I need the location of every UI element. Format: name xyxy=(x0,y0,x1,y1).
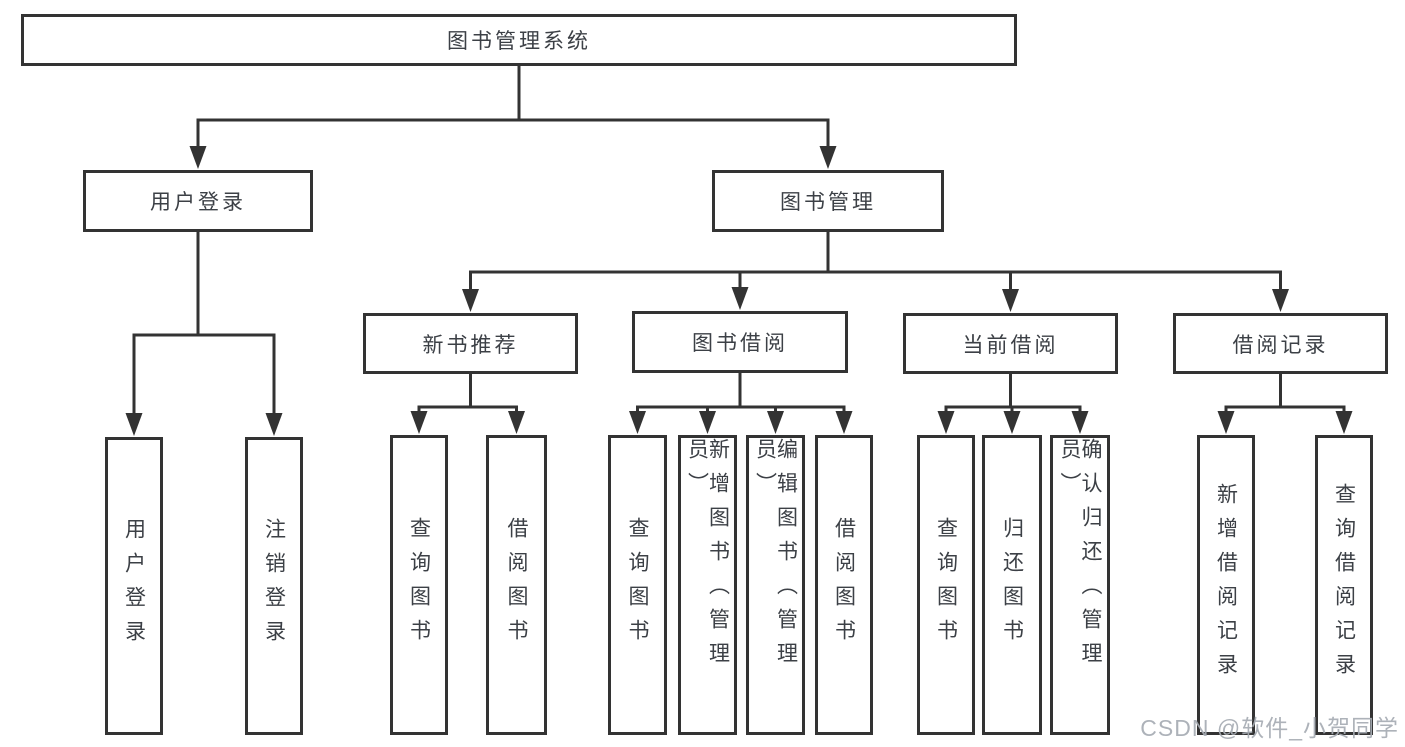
node-label: 借阅图书 xyxy=(832,517,856,653)
node-label: 图书管理系统 xyxy=(447,30,591,53)
node-label: 确认归还（管理员） xyxy=(1058,438,1102,676)
node-query-books-current: 查询图书 xyxy=(917,435,975,735)
node-label: 查询图书 xyxy=(626,517,649,653)
node-add-borrow-record: 新增借阅记录 xyxy=(1197,435,1255,735)
node-edit-books-admin: 编辑图书（管理员） xyxy=(746,435,805,735)
node-new-book-recommend: 新书推荐 xyxy=(363,313,578,374)
node-label: 图书借阅 xyxy=(692,332,788,355)
arrow-down-icon xyxy=(699,411,716,434)
arrow-down-icon xyxy=(1272,289,1289,312)
node-query-books-borrow: 查询图书 xyxy=(608,435,667,735)
node-borrowing-records: 借阅记录 xyxy=(1173,313,1388,374)
arrow-down-icon xyxy=(508,411,525,434)
arrow-down-icon xyxy=(1003,411,1021,434)
arrow-down-icon xyxy=(937,411,955,434)
arrow-down-icon xyxy=(410,411,428,434)
arrow-down-icon xyxy=(462,289,479,312)
arrow-down-icon xyxy=(1217,411,1235,434)
node-label: 新增图书（管理员） xyxy=(685,438,730,676)
node-user-login: 用户登录 xyxy=(83,170,313,232)
node-label: 用户登录 xyxy=(150,191,246,214)
node-add-books-admin: 新增图书（管理员） xyxy=(678,435,737,735)
node-label: 编辑图书（管理员） xyxy=(753,438,798,676)
node-borrow-books-borrow: 借阅图书 xyxy=(815,435,873,735)
node-system: 图书管理系统 xyxy=(21,14,1017,66)
node-label: 归还图书 xyxy=(1000,517,1024,653)
arrow-down-icon xyxy=(1002,289,1019,312)
node-current-borrowing: 当前借阅 xyxy=(903,313,1118,374)
arrow-down-icon xyxy=(835,411,853,434)
arrow-down-icon xyxy=(125,413,143,436)
node-label: 图书管理 xyxy=(780,191,876,214)
node-label: 查询借阅记录 xyxy=(1332,483,1356,687)
arrow-down-icon xyxy=(629,411,646,434)
node-return-books: 归还图书 xyxy=(982,435,1042,735)
watermark: CSDN @软件_小贺同学 xyxy=(1140,715,1399,741)
node-label: 用户登录 xyxy=(122,518,146,654)
node-label: 借阅记录 xyxy=(1232,333,1329,357)
node-label: 新书推荐 xyxy=(422,333,519,357)
arrow-down-icon xyxy=(767,411,784,434)
node-book-borrowing: 图书借阅 xyxy=(632,311,848,373)
node-label: 当前借阅 xyxy=(962,333,1059,357)
node-user-login-leaf: 用户登录 xyxy=(105,437,163,735)
arrow-down-icon xyxy=(1071,411,1089,434)
node-query-books-rec: 查询图书 xyxy=(390,435,448,735)
node-query-borrow-record: 查询借阅记录 xyxy=(1315,435,1373,735)
node-book-management: 图书管理 xyxy=(712,170,944,232)
node-label: 查询图书 xyxy=(934,517,958,653)
arrow-down-icon xyxy=(265,413,283,436)
node-label: 新增借阅记录 xyxy=(1214,483,1238,687)
arrow-down-icon xyxy=(189,146,207,169)
node-label: 借阅图书 xyxy=(505,517,528,653)
arrow-down-icon xyxy=(819,146,837,169)
node-borrow-books-rec: 借阅图书 xyxy=(486,435,547,735)
arrow-down-icon xyxy=(731,287,749,310)
node-logout-leaf: 注销登录 xyxy=(245,437,303,735)
node-label: 查询图书 xyxy=(407,517,431,653)
arrow-down-icon xyxy=(1335,411,1353,434)
node-label: 注销登录 xyxy=(262,518,286,654)
node-confirm-return-admin: 确认归还（管理员） xyxy=(1050,435,1110,735)
